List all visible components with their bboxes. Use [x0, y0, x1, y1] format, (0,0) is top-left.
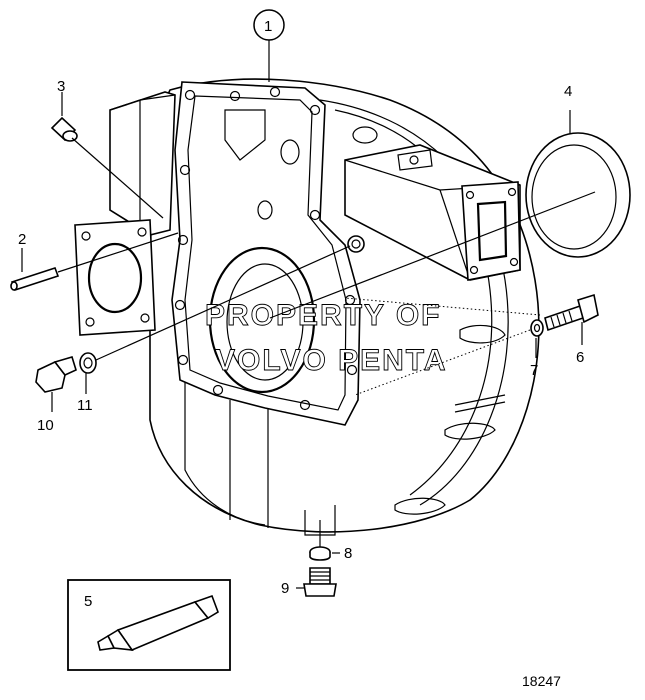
flywheel-housing [74, 78, 540, 536]
part-9-drain-plug [296, 567, 337, 597]
part-4-seal-ring [269, 110, 631, 319]
callout-2: 2 [18, 231, 26, 248]
part-11-washer [79, 245, 351, 394]
part-8-washer [309, 520, 340, 561]
callout-3: 3 [57, 78, 65, 95]
dotted-leaders [344, 297, 541, 396]
callout-1: 1 [264, 18, 272, 35]
figure-number: 18247 [522, 673, 561, 689]
watermark-line-1: PROPERTY OF [205, 299, 441, 332]
part-10-plug [35, 356, 77, 412]
watermark-line-2: VOLVO PENTA [215, 344, 448, 377]
part-6-bolt [544, 293, 599, 345]
callout-labels: 1 2 3 4 5 6 7 8 9 10 11 18247 [18, 18, 584, 689]
callout-11: 11 [77, 397, 93, 414]
callout-5: 5 [84, 593, 92, 610]
part-7-washer [530, 319, 544, 358]
callout-1-marker [253, 9, 285, 82]
callout-10: 10 [37, 417, 54, 434]
part-2-dowel-pin [10, 232, 179, 291]
callout-7: 7 [530, 362, 538, 379]
watermark: PROPERTY OF VOLVO PENTA [205, 299, 448, 378]
part-3-plug [50, 92, 164, 219]
callout-8: 8 [344, 545, 352, 562]
callout-6: 6 [576, 349, 584, 366]
callout-9: 9 [281, 580, 289, 597]
part-5-sealant-box [67, 579, 231, 671]
callout-4: 4 [564, 83, 572, 100]
